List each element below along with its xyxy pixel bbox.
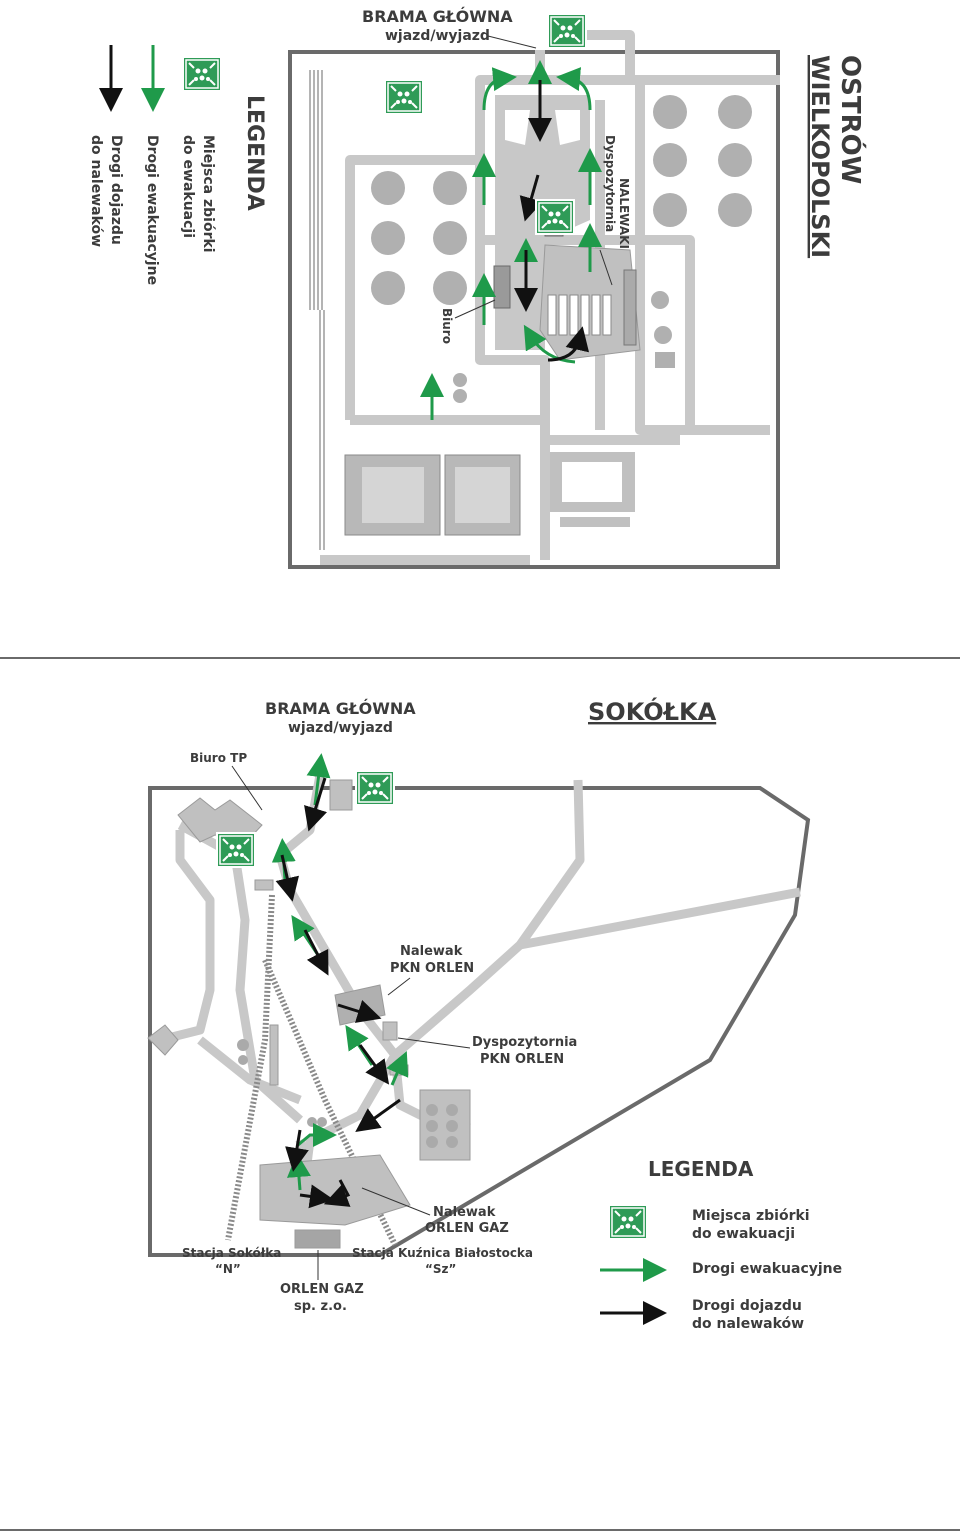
buildings [147, 779, 471, 1249]
legend-item-2-line1: Drogi ewakuacyjne [692, 1261, 842, 1277]
black-arrow-icon [303, 929, 329, 976]
black-arrow-icon [519, 174, 543, 222]
label-office: Biuro TP [190, 751, 247, 765]
access-routes [275, 777, 401, 1209]
legend-top: LEGENDA Miejsca zbiórki do ewakuacji Dro… [88, 45, 267, 285]
label-company-line1: ORLEN GAZ [280, 1282, 364, 1297]
railway-tracks [225, 894, 398, 1247]
legend-item-1-line2: do ewakuacji [692, 1226, 795, 1242]
assembly-point-icon [547, 13, 587, 49]
map-sokolka: SOKÓŁKA BRAMA GŁÓWNA wjazd/wyjazd [147, 696, 842, 1332]
gate-title: BRAMA GŁÓWNA [362, 7, 513, 26]
label-station-sz-line2: “Sz” [425, 1262, 456, 1276]
city-name-line1: OSTRÓW [835, 55, 867, 184]
label-filler-gaz-line2: ORLEN GAZ [425, 1221, 509, 1236]
legend-item-3-line2: do nalewaków [88, 135, 104, 247]
filling-bays [547, 294, 612, 336]
legend-item-1-line1: Miejsca zbiórki [200, 135, 216, 253]
black-arrow-icon [299, 1184, 334, 1209]
label-station-n-line1: Stacja Sokółka [182, 1246, 281, 1260]
site-boundary [148, 786, 811, 1257]
assembly-point-icon [535, 199, 575, 235]
access-routes [514, 80, 590, 362]
office-building [493, 265, 511, 309]
map-ostrow: BRAMA GŁÓWNA wjazd/wyjazd OSTRÓW WIELKOP… [88, 7, 867, 569]
green-arrow-icon [297, 1123, 337, 1147]
legend-item-1-line1: Miejsca zbiórki [692, 1208, 810, 1224]
label-station-sz-line1: Stacja Kuźnica Białostocka [352, 1246, 533, 1260]
black-arrow-icon [337, 999, 382, 1023]
green-arrow-icon [386, 1050, 409, 1086]
city-name: SOKÓŁKA [588, 696, 717, 726]
green-arrow-icon [306, 753, 331, 806]
label-company-line2: sp. z.o. [294, 1299, 347, 1314]
black-arrow-icon [285, 1129, 309, 1172]
green-arrow-icon [286, 1153, 311, 1191]
green-arrow-icon [482, 67, 517, 111]
assembly-point-icon [608, 1204, 648, 1240]
green-arrow-icon [523, 324, 576, 364]
label-dispatch-line2: PKN ORLEN [480, 1052, 564, 1067]
assembly-point-icon [182, 56, 222, 92]
green-arrow-icon [556, 67, 592, 111]
divider [0, 1529, 960, 1531]
assembly-point-icon [384, 79, 424, 115]
filling-building [623, 269, 637, 346]
black-arrow-icon [547, 326, 590, 362]
gate-title: BRAMA GŁÓWNA [265, 699, 416, 718]
gate-subtitle: wjazd/wyjazd [288, 720, 393, 736]
black-arrow-icon [358, 1044, 390, 1085]
label-fill-station: NALEWAKI [617, 178, 631, 249]
storage-tanks [371, 95, 752, 403]
road-network [320, 30, 780, 565]
site-boundary [288, 50, 780, 569]
legend-item-2-line1: Drogi ewakuacyjne [144, 135, 160, 285]
reservoirs [344, 452, 635, 536]
label-station-n-line2: “N” [215, 1262, 241, 1276]
legend-item-3-line1: Drogi dojazdu [108, 135, 124, 245]
label-dispatch: Dyspozytornia [603, 135, 617, 232]
divider [0, 657, 960, 659]
black-arrow-icon [323, 1179, 351, 1207]
legend-title: LEGENDA [242, 95, 267, 211]
label-filler-gaz-line1: Nalewak [433, 1205, 496, 1220]
label-dispatch-line1: Dyspozytornia [472, 1035, 577, 1050]
gate-subtitle: wjazd/wyjazd [385, 28, 490, 44]
black-arrow-icon [304, 777, 328, 832]
legend-title: LEGENDA [648, 1157, 754, 1181]
legend-item-3-line2: do nalewaków [692, 1316, 804, 1332]
black-arrow-icon [275, 854, 300, 902]
label-office: Biuro [440, 308, 454, 344]
black-arrow-icon [355, 1098, 401, 1132]
city-name-line2: WIELKOPOLSKI [806, 55, 834, 258]
railway-track [309, 70, 325, 550]
assembly-point-icon [216, 832, 256, 868]
label-filler-pkn-line1: Nalewak [400, 944, 463, 959]
assembly-point-icon [355, 770, 395, 806]
legend-bottom: LEGENDA Miejsca zbiórki do ewakuacji Dro… [600, 1157, 842, 1332]
label-filler-pkn-line2: PKN ORLEN [390, 961, 474, 976]
legend-item-1-line2: do ewakuacji [180, 135, 196, 238]
legend-item-3-line1: Drogi dojazdu [692, 1298, 802, 1314]
